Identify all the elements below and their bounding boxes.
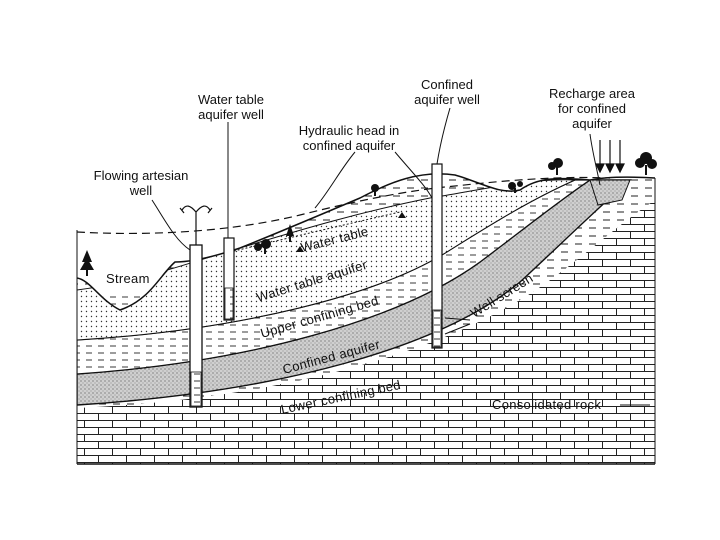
confined-aquifer-well [431, 163, 443, 349]
tree-icon [635, 152, 657, 175]
label-consolidated-rock: Consolidated rock [492, 397, 601, 412]
recharge-arrows [595, 140, 625, 174]
tree-icon [371, 184, 379, 196]
label-flowing-artesian-well: Flowing artesian well [93, 168, 189, 198]
tree-icon [508, 181, 523, 193]
label-confined-aquifer-well: Confined aquifer well [414, 77, 480, 107]
water-table-line [229, 211, 401, 253]
leader-lines [151, 107, 650, 406]
stream-channel [100, 292, 150, 310]
hydraulic-head-line [76, 176, 611, 235]
tree-icon [548, 158, 563, 175]
tree-icon [80, 250, 94, 276]
label-stream: Stream [106, 271, 150, 286]
sky-area [77, 168, 655, 310]
tree-icon [254, 239, 271, 254]
label-recharge-area: Recharge area for confined aquifer [549, 86, 635, 131]
label-water-table-aquifer-well: Water table aquifer well [198, 92, 264, 122]
tree-icon [286, 224, 294, 242]
water-table-aquifer-well [223, 237, 235, 321]
flowing-artesian-well [179, 205, 213, 408]
label-hydraulic-head: Hydraulic head in confined aquifer [298, 123, 400, 153]
ground-surface [77, 173, 655, 311]
